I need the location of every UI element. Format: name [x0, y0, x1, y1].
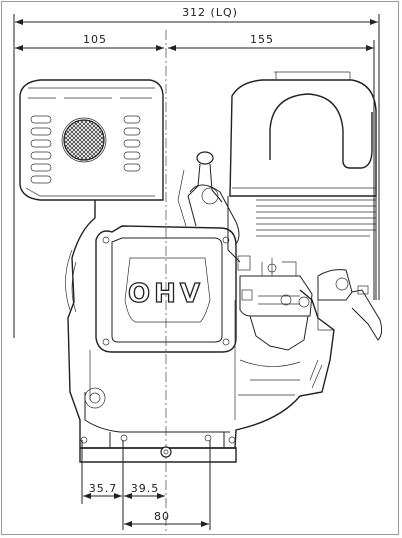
left-width-label: 105: [83, 33, 107, 46]
overall-length-label: 312 (LQ): [182, 6, 238, 19]
air-filter-mesh: [63, 119, 105, 161]
spark-plug: [177, 151, 240, 245]
drain-bolt: [160, 446, 172, 458]
fuel-valve: [317, 269, 383, 341]
fuel-tank: [229, 71, 377, 197]
air-cleaner: [19, 79, 164, 201]
split-dimension: 105 155: [15, 33, 375, 300]
carburetor: [237, 255, 313, 351]
bolt-offset-left-label: 35.7: [89, 482, 118, 495]
ohv-label: OHV: [128, 279, 204, 309]
bottom-dimensions: 35.7 39.5 80: [81, 440, 211, 530]
bolt-offset-right-label: 39.5: [131, 482, 160, 495]
mounting-base: [79, 432, 237, 463]
engine-body: [67, 200, 335, 449]
overall-dimension: 312 (LQ): [13, 6, 380, 338]
cylinder-fins: [227, 196, 377, 300]
rocker-cover: OHV: [95, 225, 237, 353]
right-width-label: 155: [250, 33, 274, 46]
crankcase-left: [65, 249, 106, 409]
bolt-spacing-label: 80: [154, 510, 170, 523]
